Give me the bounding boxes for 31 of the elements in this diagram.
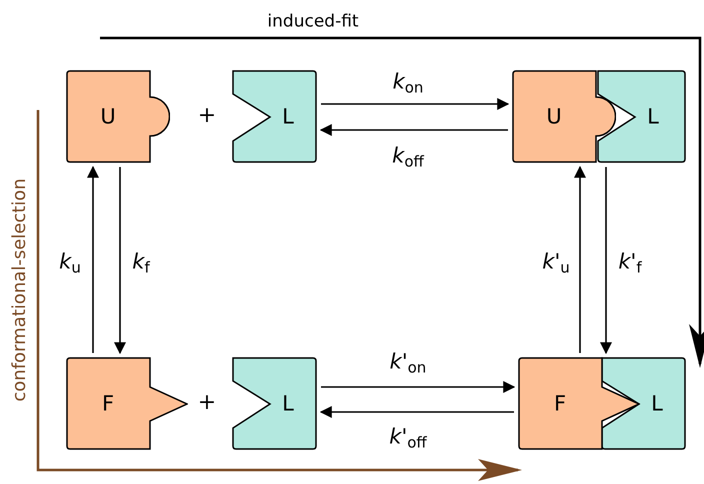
- rate-constant-label: k'$_{off}$: [387, 426, 429, 448]
- pathway-label: conformational-selection: [11, 178, 29, 402]
- rate-constant-label: k$_{off}$: [390, 146, 426, 166]
- shape-label: F: [554, 393, 566, 414]
- arrow: [320, 124, 508, 136]
- shape-label: L: [647, 106, 659, 127]
- plus-sign: +: [198, 105, 216, 127]
- binding-shape: [66, 357, 188, 450]
- binding-shape: [597, 70, 686, 163]
- shape-label: L: [282, 106, 294, 127]
- binding-shape: [66, 70, 170, 163]
- shape-label: L: [282, 393, 294, 414]
- arrow: [87, 166, 99, 353]
- arrow: [320, 406, 514, 418]
- rate-constant-label: k$_{on}$: [390, 72, 426, 92]
- shape-label: U: [100, 106, 116, 127]
- binding-shape: [232, 70, 317, 163]
- shape-label: L: [651, 393, 663, 414]
- arrow: [574, 166, 586, 353]
- rate-constant-label: k$_{u}$: [57, 252, 83, 272]
- binding-shape: [232, 357, 317, 450]
- plus-sign: +: [198, 392, 216, 414]
- arrow: [321, 381, 516, 393]
- shape-label: F: [102, 393, 114, 414]
- pathway-label: induced-fit: [267, 14, 359, 30]
- arrow: [321, 98, 510, 110]
- arrow: [114, 167, 126, 354]
- rate-constant-label: k$_{f}$: [130, 252, 152, 272]
- arrow: [600, 167, 612, 354]
- rate-constant-label: k'$_{f}$: [616, 252, 644, 272]
- binding-shape: [518, 357, 640, 450]
